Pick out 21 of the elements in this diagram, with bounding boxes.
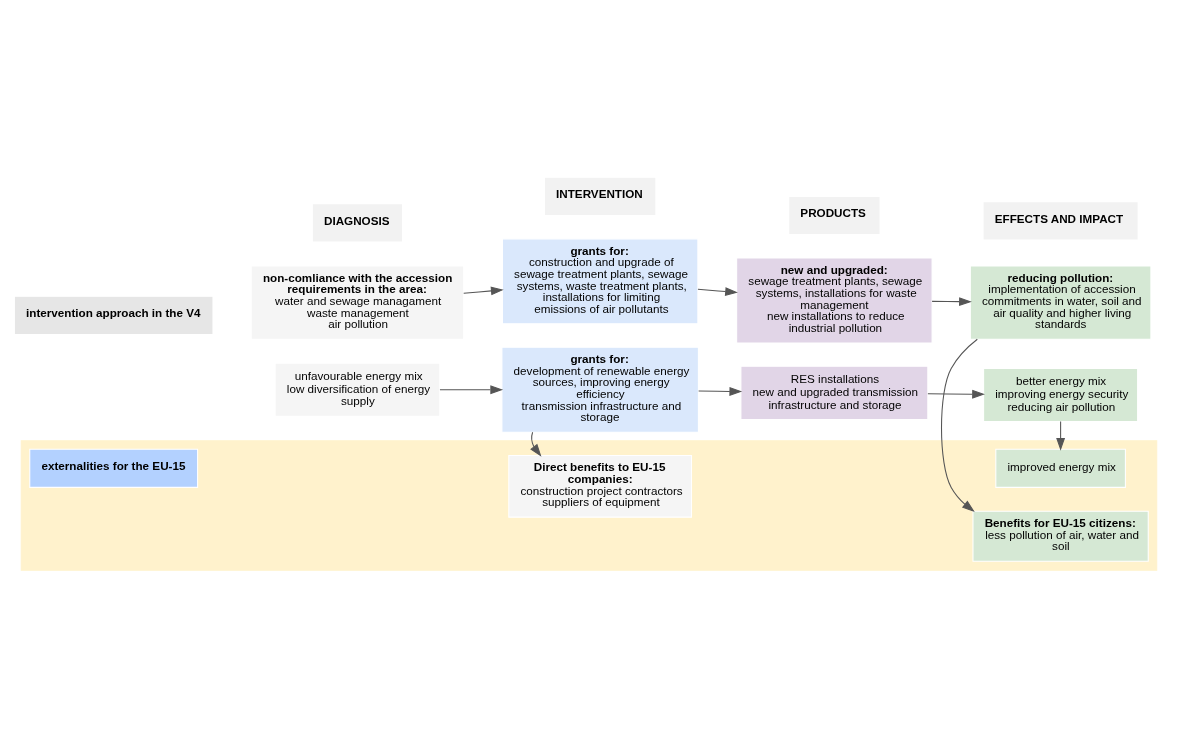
arrow (941, 338, 978, 512)
node-box: new and upgraded: sewage treatment plants, sewage systems, installations for waste management new installations to reduce industrial pollution (736, 257, 933, 344)
node-box: RES installations new and upgraded transmission infrastructure and storage (740, 365, 929, 420)
node-box: non-comliance with the accession requirements in the area: water and sewage managament waste management air pollution (250, 265, 465, 340)
node-box: reducing pollution: implementation of accession commitments in water, soil and air quality and higher living standards (969, 265, 1152, 340)
node-box: intervention approach in the V4 (13, 295, 214, 335)
arrow (439, 385, 504, 395)
node-box: grants for: construction and upgrade of sewage treatment plants, sewage systems, waste treatment plants, installations for limiting emissions of air pollutants (501, 238, 699, 325)
arrow (698, 386, 743, 396)
node-box: grants for: development of renewable energy sources, improving energy efficiency transmission infrastructure and storage (501, 346, 699, 433)
arrow (931, 297, 972, 307)
node-box: Benefits for EU-15 citizens: less pollution of air, water and soil (972, 510, 1149, 562)
node-box: externalities for the EU-15 (29, 448, 199, 488)
node-box: better energy mix improving energy security reducing air pollution (983, 367, 1139, 423)
arrow (463, 286, 504, 296)
arrow (697, 287, 738, 296)
node-box: unfavourable energy mix low diversification of energy supply (274, 362, 441, 417)
arrow (927, 389, 985, 399)
node-box: Direct benefits to EU-15 companies: construction project contractors suppliers of equipment (508, 455, 693, 518)
arrow (530, 431, 542, 457)
node-box: improved energy mix (995, 448, 1126, 488)
